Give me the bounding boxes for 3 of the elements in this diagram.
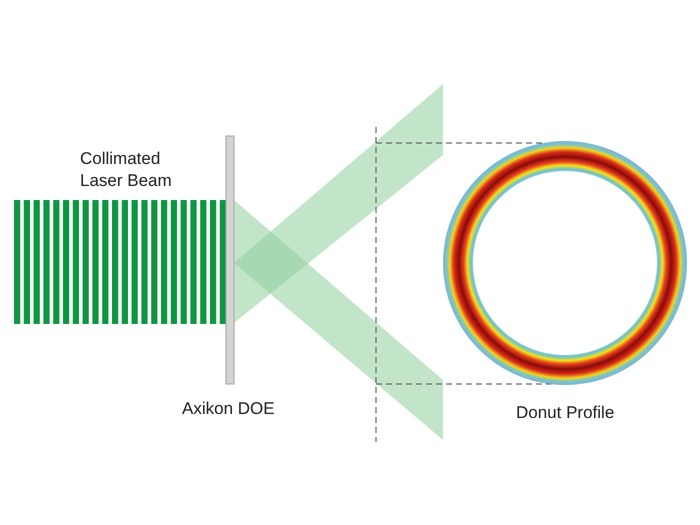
label: Axikon DOE: [182, 398, 276, 420]
label: Collimated Laser Beam: [80, 148, 173, 192]
label: Donut Profile: [516, 402, 616, 424]
